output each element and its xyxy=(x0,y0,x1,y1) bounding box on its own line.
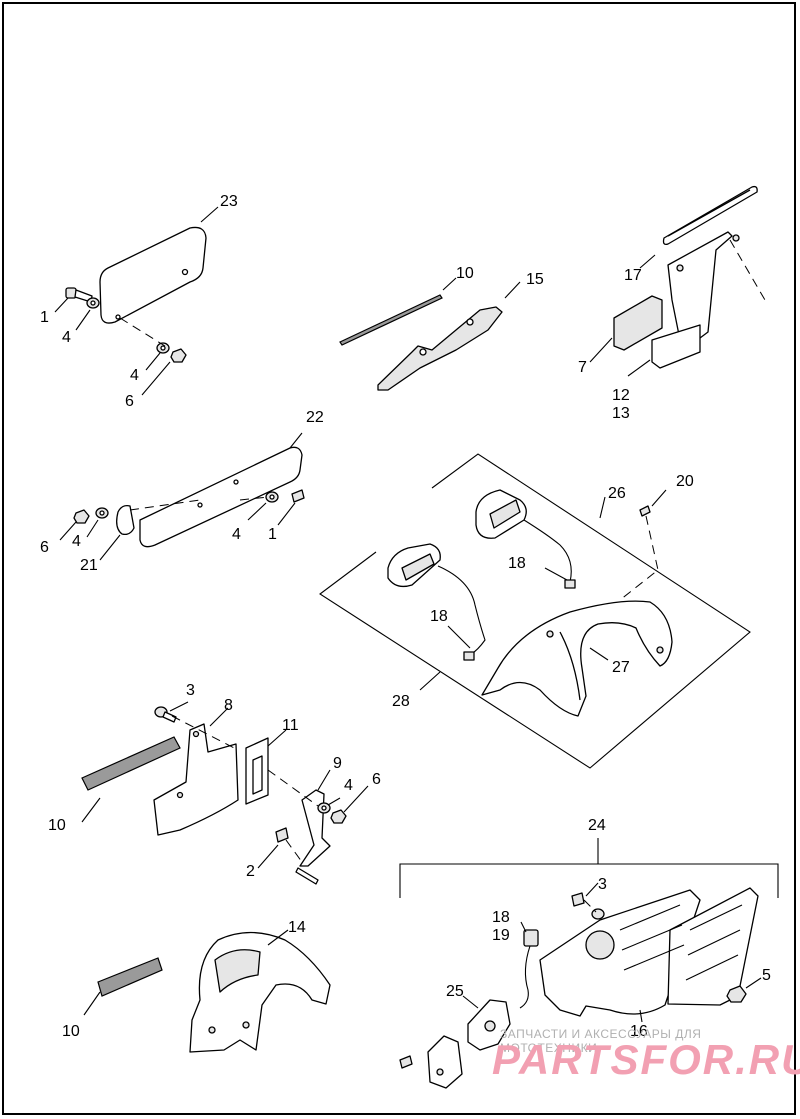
callout-4: 4 xyxy=(62,329,71,346)
watermark-caption: ЗАПЧАСТИ И АКСЕССУАРЫ ДЛЯ МОТОТЕХНИКИ xyxy=(500,1027,702,1055)
assembly-line xyxy=(119,317,166,347)
part-1-bolt-a xyxy=(65,287,93,303)
callout-24: 24 xyxy=(588,817,606,834)
part-2-bolt xyxy=(275,827,319,885)
callout-6: 6 xyxy=(372,771,381,788)
callout-25: 25 xyxy=(446,983,464,1000)
part-4-washer-c xyxy=(95,507,109,519)
part-6-nut-a xyxy=(170,348,187,363)
kit-28-outline xyxy=(319,453,751,769)
assembly-line xyxy=(171,715,319,863)
callout-4: 4 xyxy=(232,526,241,543)
part-lens-plate xyxy=(399,1035,463,1089)
part-21-clip xyxy=(116,504,135,536)
part-4-washer-b xyxy=(156,342,170,354)
part-8-bracket xyxy=(153,723,239,836)
part-7-pad xyxy=(613,295,663,351)
part-10-strip-a xyxy=(339,294,443,346)
callout-1: 1 xyxy=(268,526,277,543)
callout-5: 5 xyxy=(762,967,771,984)
callout-27: 27 xyxy=(612,659,630,676)
callout-1: 1 xyxy=(40,309,49,326)
callout-4: 4 xyxy=(72,533,81,550)
part-10-strip-c xyxy=(97,957,163,997)
callout-22: 22 xyxy=(306,409,324,426)
callout-18: 18 xyxy=(492,909,510,926)
part-4-washer-e xyxy=(317,802,331,814)
callout-3: 3 xyxy=(186,682,195,699)
part-10-strip-b xyxy=(81,736,181,791)
part-25-housing xyxy=(467,999,511,1051)
callout-21: 21 xyxy=(80,557,98,574)
kit-24-bracket-line xyxy=(399,838,779,898)
assembly-line xyxy=(619,515,659,601)
part-11-plate xyxy=(245,737,269,805)
callout-26: 26 xyxy=(608,485,626,502)
callout-10: 10 xyxy=(62,1023,80,1040)
part-26-lamp xyxy=(475,489,576,589)
part-3-screw-a xyxy=(154,706,177,723)
callout-20: 20 xyxy=(676,473,694,490)
callout-7: 7 xyxy=(578,359,587,376)
part-14-bracket xyxy=(189,931,331,1053)
part-5-nut xyxy=(726,985,747,1003)
callout-4: 4 xyxy=(130,367,139,384)
part-22-plate xyxy=(139,446,303,548)
callout-6: 6 xyxy=(40,539,49,556)
callout-12: 12 xyxy=(612,387,630,404)
part-17-gasket xyxy=(662,185,758,246)
part-6-nut-b xyxy=(73,509,90,524)
part-6-nut-c xyxy=(330,809,347,824)
callout-4: 4 xyxy=(344,777,353,794)
leader-lines xyxy=(54,206,762,1023)
part-26-lamp-b xyxy=(387,543,486,661)
part-4-washer-d xyxy=(265,491,279,503)
callout-14: 14 xyxy=(288,919,306,936)
part-9-bracket xyxy=(299,789,331,867)
callout-10: 10 xyxy=(456,265,474,282)
callout-18: 18 xyxy=(508,555,526,572)
part-23-plate xyxy=(99,226,207,324)
watermark-logo: PARTSFOR.RU xyxy=(492,1036,800,1083)
callout-9: 9 xyxy=(333,755,342,772)
callout-16: 16 xyxy=(630,1023,648,1040)
callout-2: 2 xyxy=(246,863,255,880)
assembly-line xyxy=(129,496,269,511)
part-1-bolt-b xyxy=(291,489,305,503)
callout-28: 28 xyxy=(392,693,410,710)
callout-3: 3 xyxy=(598,876,607,893)
part-3-screw-b xyxy=(571,892,605,920)
part-27-fender xyxy=(481,600,673,717)
callout-13: 13 xyxy=(612,405,630,422)
part-18-connector xyxy=(519,929,539,1009)
callout-17: 17 xyxy=(624,267,642,284)
callout-11: 11 xyxy=(282,717,299,734)
callout-15: 15 xyxy=(526,271,544,288)
callout-10: 10 xyxy=(48,817,66,834)
part-20-screw xyxy=(639,505,651,517)
callouts: 1 4 23 4 6 10 15 17 7 12 13 22 6 4 21 4 … xyxy=(40,193,771,1040)
part-4-washer-a xyxy=(86,297,100,309)
callout-19: 19 xyxy=(492,927,510,944)
part-16-mount xyxy=(539,887,759,1017)
part-15-bracket xyxy=(377,306,503,391)
part-12-bracket xyxy=(651,231,740,369)
callout-23: 23 xyxy=(220,193,238,210)
callout-8: 8 xyxy=(224,697,233,714)
callout-18: 18 xyxy=(430,608,448,625)
assembly-line xyxy=(583,899,597,913)
assembly-line xyxy=(729,239,766,301)
callout-6: 6 xyxy=(125,393,134,410)
